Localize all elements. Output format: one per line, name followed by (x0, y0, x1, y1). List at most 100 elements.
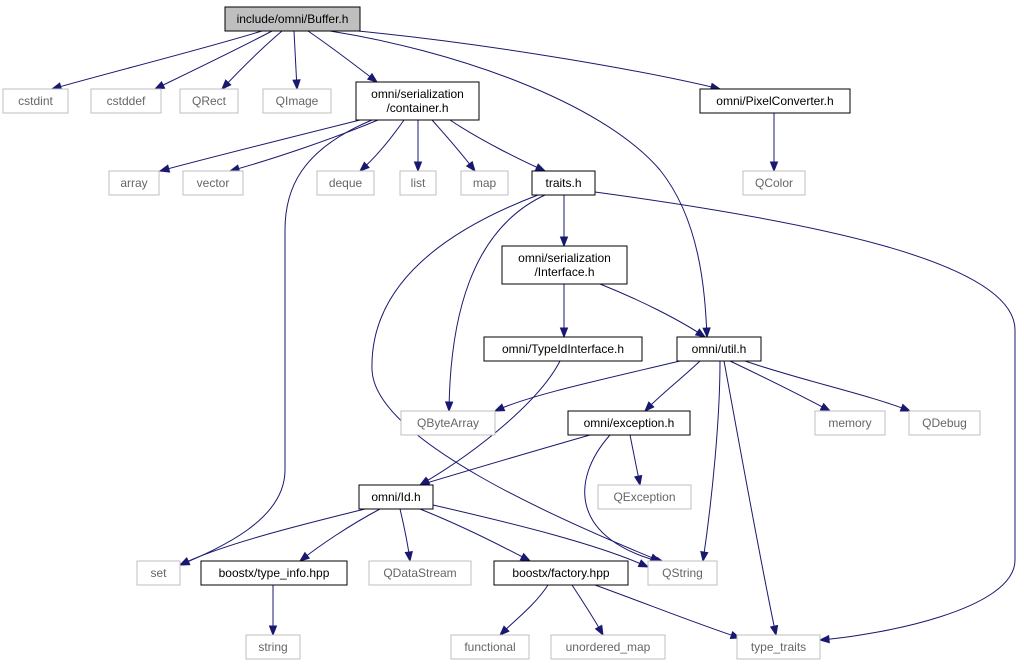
node-typeinfo[interactable]: boostx/type_info.hpp (200, 560, 348, 586)
node-label-functional: functional (464, 640, 515, 654)
node-box-qcolor (742, 170, 806, 196)
edge-container-to-map (431, 119, 476, 172)
node-box-typeinfo (200, 560, 348, 586)
node-box-qdebug (908, 410, 981, 436)
node-label-cstdint: cstdint (18, 94, 53, 108)
node-qimage: QImage (262, 88, 332, 114)
arrowhead-interface-to-typeid (559, 327, 569, 339)
node-box-exception (567, 410, 691, 436)
edge-factory-to-functional (499, 584, 549, 636)
node-box-util (676, 336, 762, 362)
node-buffer[interactable]: include/omni/Buffer.h (224, 6, 361, 32)
node-box-qdatastream (368, 560, 472, 586)
edge-container-to-array (159, 119, 361, 172)
edge-buffer-to-util (329, 30, 708, 338)
arrowhead-idh-to-qdatastream (404, 551, 413, 563)
node-list: list (399, 170, 437, 196)
node-box-string (245, 634, 301, 660)
node-label-idh: omni/Id.h (371, 490, 420, 504)
node-exception[interactable]: omni/exception.h (567, 410, 691, 436)
node-label-qdebug: QDebug (922, 416, 967, 430)
arrowhead-interface-to-util (694, 328, 707, 338)
arrowhead-traits-to-type_traits (818, 634, 830, 644)
edge-factory-to-type_traits (594, 584, 741, 639)
node-box-vector (182, 170, 244, 196)
node-box-deque (316, 170, 375, 196)
node-label-vector: vector (197, 176, 230, 190)
edge-buffer-to-cstddef (154, 30, 273, 90)
node-idh[interactable]: omni/Id.h (358, 484, 434, 510)
edge-container-to-vector (229, 119, 379, 172)
edge-container-to-deque (359, 119, 405, 172)
edge-traits-to-type_traits (594, 191, 1016, 641)
node-label-exception: omni/exception.h (584, 416, 675, 430)
edge-idh-to-factory (419, 508, 531, 562)
arrowhead-buffer-to-cstddef (153, 81, 166, 90)
node-box-cstddef (90, 88, 162, 114)
node-label-qexception: QException (613, 490, 675, 504)
node-box-buffer (224, 6, 361, 32)
node-box-traits (531, 170, 596, 196)
node-label-type_traits: type_traits (751, 640, 806, 654)
edge-container-to-traits (449, 119, 546, 172)
node-container[interactable]: omni/serialization/container.h (355, 81, 480, 121)
edge-buffer-to-cstdint (51, 30, 263, 90)
arrowhead-exception-to-qexception (633, 474, 643, 487)
node-box-map (460, 170, 509, 196)
node-label-qcolor: QColor (755, 176, 793, 190)
node-qstring: QString (647, 560, 718, 586)
node-label-deque: deque (329, 176, 363, 190)
edge-buffer-to-pixelconv (357, 30, 721, 90)
node-memory: memory (814, 410, 886, 436)
node-label-qdatastream: QDataStream (383, 566, 456, 580)
node-cstddef: cstddef (90, 88, 162, 114)
arrowhead-traits-to-interface (559, 236, 569, 248)
node-interface[interactable]: omni/serialization/Interface.h (501, 245, 628, 285)
node-label-factory: boostx/factory.hpp (512, 566, 609, 580)
node-typeid[interactable]: omni/TypeIdInterface.h (483, 336, 643, 362)
node-box-interface (501, 245, 628, 285)
arrowhead-traits-to-qbytearray (444, 401, 454, 413)
arrowhead-container-to-map (465, 160, 476, 173)
node-vector: vector (182, 170, 244, 196)
node-box-qimage (262, 88, 332, 114)
arrowhead-util-to-exception (644, 401, 655, 412)
node-string: string (245, 634, 301, 660)
node-label-typeinfo: boostx/type_info.hpp (219, 566, 330, 580)
node-box-type_traits (736, 634, 821, 660)
edge-exception-to-idh (419, 434, 591, 486)
arrowhead-container-to-list (413, 161, 423, 173)
node-box-factory (493, 560, 629, 586)
node-box-functional (450, 634, 530, 660)
node-label-unordered_map: unordered_map (566, 640, 651, 654)
node-qcolor: QColor (742, 170, 806, 196)
node-cstdint: cstdint (2, 88, 69, 114)
node-label-interface: omni/serialization/Interface.h (518, 251, 611, 279)
node-box-qexception (597, 484, 692, 510)
node-util[interactable]: omni/util.h (676, 336, 762, 362)
node-box-typeid (483, 336, 643, 362)
edge-buffer-to-container (307, 30, 378, 83)
node-box-memory (814, 410, 886, 436)
node-label-qimage: QImage (276, 94, 319, 108)
arrowhead-buffer-to-util (702, 327, 711, 339)
node-qdatastream: QDataStream (368, 560, 472, 586)
node-label-qrect: QRect (192, 94, 227, 108)
node-pixelconv[interactable]: omni/PixelConverter.h (699, 88, 851, 114)
node-box-idh (358, 484, 434, 510)
node-box-qbytearray (400, 410, 496, 436)
node-label-pixelconv: omni/PixelConverter.h (716, 94, 833, 108)
arrowhead-typeinfo-to-string (268, 625, 278, 637)
arrowhead-buffer-to-container (366, 72, 379, 83)
arrowhead-util-to-qdebug (899, 403, 912, 412)
edge-util-to-type_traits (723, 360, 777, 636)
node-factory[interactable]: boostx/factory.hpp (493, 560, 629, 586)
arrowhead-container-to-traits (534, 163, 547, 172)
node-traits[interactable]: traits.h (531, 170, 596, 196)
node-label-array: array (120, 176, 147, 190)
edge-buffer-to-qimage (293, 30, 298, 90)
node-label-util: omni/util.h (692, 342, 747, 356)
node-box-set (136, 560, 181, 586)
node-label-set: set (150, 566, 167, 580)
node-label-list: list (411, 176, 426, 190)
